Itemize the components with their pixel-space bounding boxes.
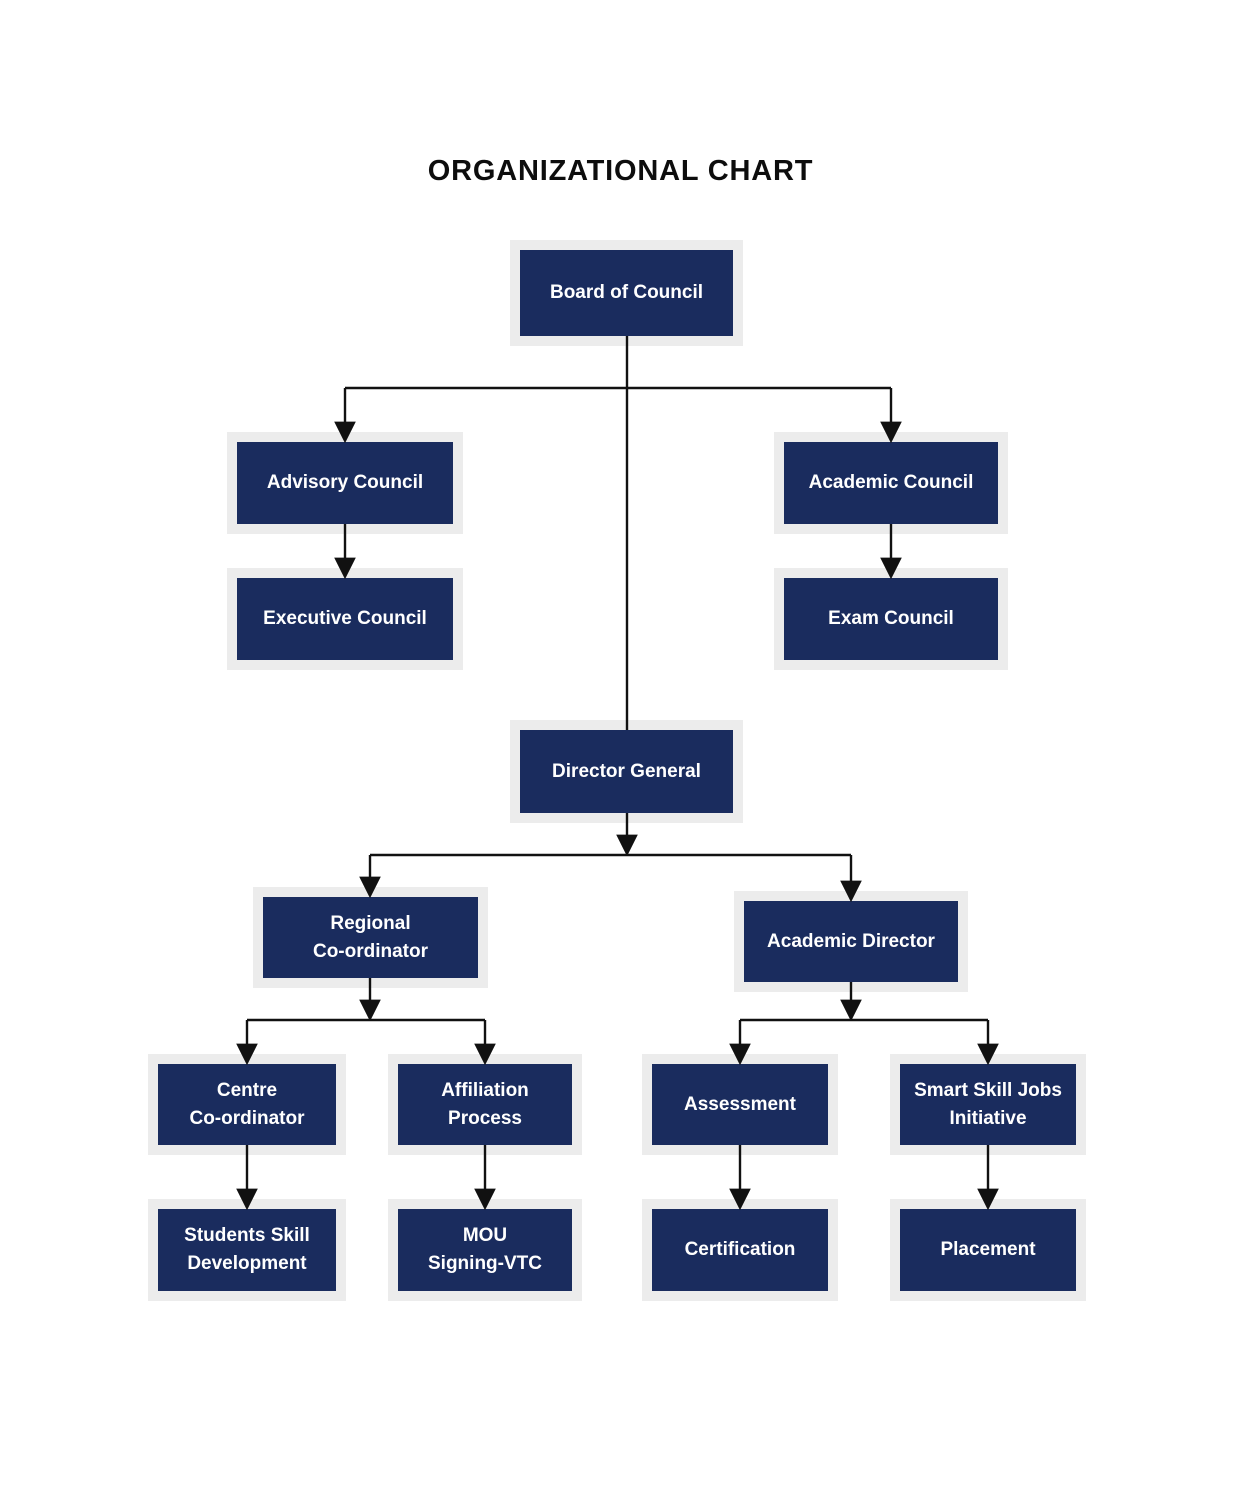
node-academic-council-label: Academic Council bbox=[808, 472, 974, 494]
node-director-general: Director General bbox=[520, 730, 733, 813]
node-smart-skill-jobs-initiative: Smart Skill Jobs Initiative bbox=[900, 1064, 1076, 1145]
node-advisory-council: Advisory Council bbox=[237, 442, 453, 524]
node-smart-skill-jobs-initiative-label: Smart Skill Jobs Initiative bbox=[914, 1079, 1062, 1129]
node-centre-coordinator: Centre Co-ordinator bbox=[158, 1064, 336, 1145]
node-students-skill-development-label: Students Skill Development bbox=[184, 1225, 310, 1274]
node-advisory-council-label: Advisory Council bbox=[266, 472, 424, 494]
node-board-of-council: Board of Council bbox=[520, 250, 733, 336]
node-placement-label: Placement bbox=[940, 1239, 1036, 1261]
node-certification: Certification bbox=[652, 1209, 828, 1291]
node-exam-council: Exam Council bbox=[784, 578, 998, 660]
node-academic-director-label: Academic Director bbox=[767, 930, 935, 952]
page-title: ORGANIZATIONAL CHART bbox=[427, 155, 814, 187]
node-assessment: Assessment bbox=[652, 1064, 828, 1145]
node-academic-council: Academic Council bbox=[784, 442, 998, 524]
node-placement: Placement bbox=[900, 1209, 1076, 1291]
node-affiliation-process: Affiliation Process bbox=[398, 1064, 572, 1145]
node-students-skill-development: Students Skill Development bbox=[158, 1209, 336, 1291]
node-academic-director: Academic Director bbox=[744, 901, 958, 982]
node-centre-coordinator-label: Centre Co-ordinator bbox=[189, 1079, 305, 1129]
node-director-general-label: Director General bbox=[552, 760, 701, 782]
node-mou-signing-vtc-label: MOU Signing-VTC bbox=[428, 1225, 542, 1274]
node-affiliation-process-label: Affiliation Process bbox=[441, 1079, 529, 1129]
node-mou-signing-vtc: MOU Signing-VTC bbox=[398, 1209, 572, 1291]
node-board-of-council-label: Board of Council bbox=[549, 282, 704, 304]
node-assessment-label: Assessment bbox=[684, 1093, 796, 1115]
node-regional-coordinator-label: Regional Co-ordinator bbox=[312, 912, 429, 962]
node-exam-council-label: Exam Council bbox=[828, 608, 954, 630]
node-executive-council: Executive Council bbox=[237, 578, 453, 660]
node-executive-council-label: Executive Council bbox=[263, 608, 427, 630]
node-certification-label: Certification bbox=[684, 1239, 796, 1261]
node-regional-coordinator: Regional Co-ordinator bbox=[263, 897, 478, 978]
